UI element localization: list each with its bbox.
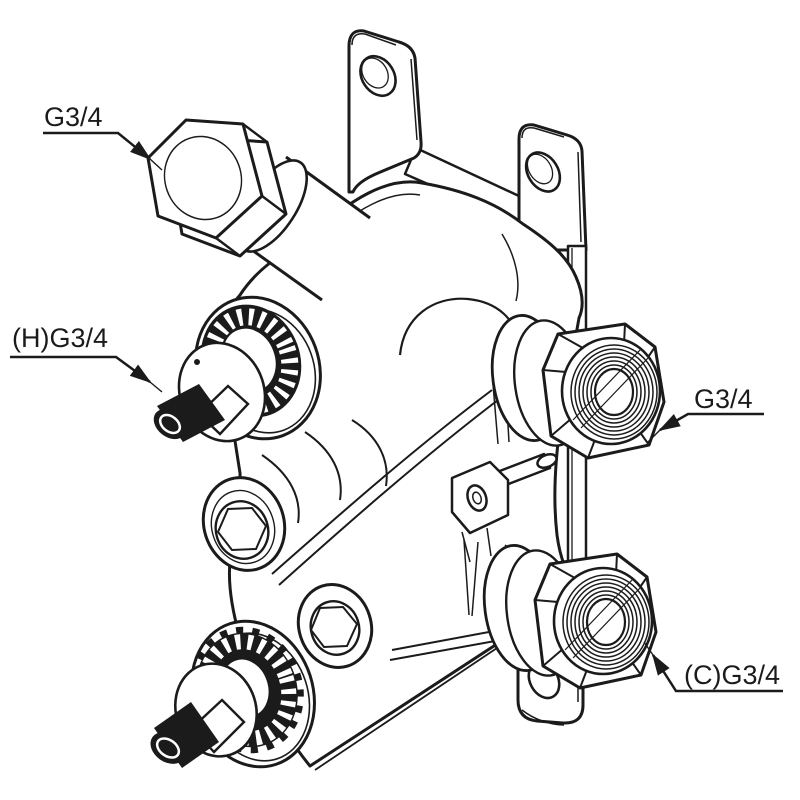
pin-end-cap <box>536 453 558 469</box>
index-dot <box>194 359 200 365</box>
inlet-hex-nut <box>146 118 288 258</box>
service-boss-lower <box>296 583 374 669</box>
outlet-threads <box>570 344 658 440</box>
label-cold-port: (C)G3/4 <box>684 660 780 690</box>
outlet-hex-facets <box>542 323 656 459</box>
inlet-assembly <box>146 118 371 302</box>
callouts <box>10 131 783 693</box>
spindle-tip-face <box>158 413 182 435</box>
label-outlet-top: G3/4 <box>694 384 753 414</box>
outlet-union-bottom <box>475 539 658 690</box>
service-boss-upper <box>201 476 287 572</box>
pin-and-clamp <box>450 452 558 563</box>
bracket-hole-top-left <box>359 54 397 98</box>
thermostatic-cartridge <box>153 295 322 443</box>
leader-outlet-top <box>658 412 764 432</box>
leader-hot-port <box>10 355 152 384</box>
spindle2-tip-face <box>155 737 181 759</box>
bracket-hole-top-right <box>524 151 562 193</box>
label-hot-port: (H)G3/4 <box>12 323 108 353</box>
leader-inlet-top <box>43 131 152 161</box>
spindle2-tip <box>154 702 219 768</box>
label-inlet-top: G3/4 <box>44 102 103 132</box>
leader-cold-port <box>651 653 783 693</box>
volume-control-cartridge <box>150 619 316 769</box>
outlet-union-top <box>490 314 666 460</box>
